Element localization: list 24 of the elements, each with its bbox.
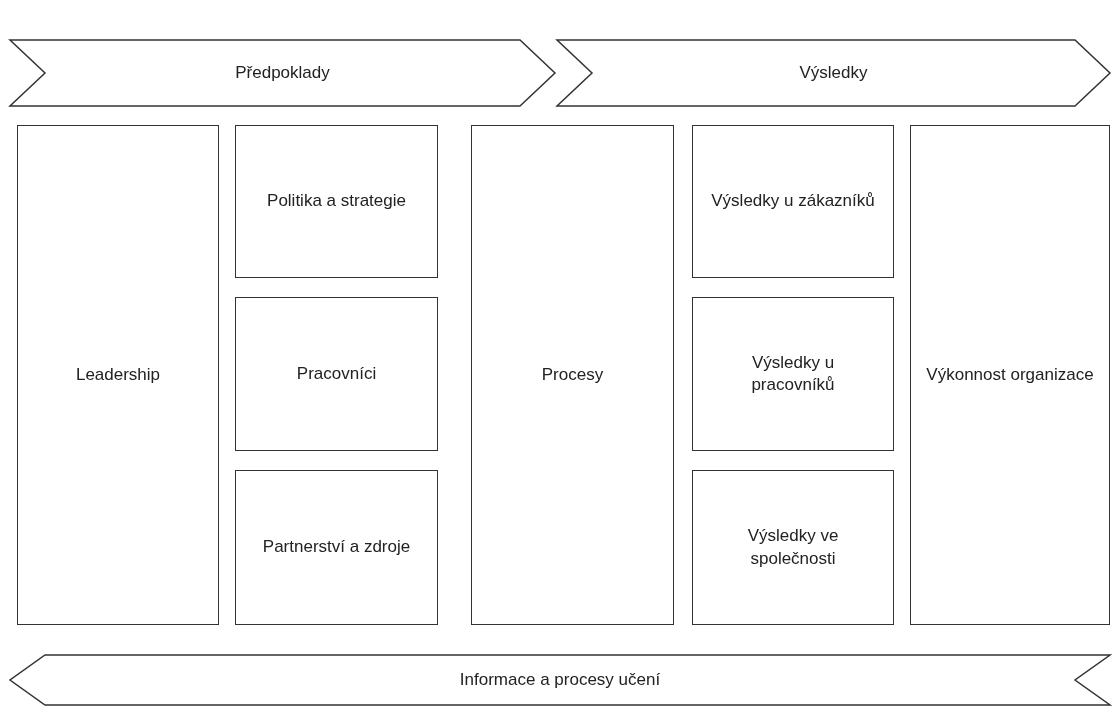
box-label: Výsledky	[799, 61, 868, 84]
process-box	[692, 297, 894, 451]
process-box	[17, 125, 219, 625]
box-label: Předpoklady	[235, 61, 330, 84]
box-label: Politika a strategie	[267, 190, 406, 213]
box-label: Výkonnost organizace	[926, 363, 1094, 386]
chevron-band	[10, 655, 1110, 705]
box-label: Pracovníci	[296, 362, 377, 385]
process-box	[692, 125, 894, 278]
box-label: Výsledky u pracovníků	[750, 351, 836, 396]
process-box	[235, 125, 438, 278]
process-box	[235, 470, 438, 625]
box-label: Leadership	[75, 363, 161, 386]
process-box	[471, 125, 674, 625]
box-label: Partnerství a zdroje	[262, 536, 411, 559]
chevron-band	[557, 40, 1110, 106]
box-label: Výsledky u zákazníků	[711, 190, 875, 213]
process-box	[235, 297, 438, 451]
box-label: Informace a procesy učení	[459, 668, 661, 691]
box-label: Výsledky ve společnosti	[746, 525, 840, 570]
box-label: Procesy	[541, 363, 604, 386]
process-box	[692, 470, 894, 625]
process-box	[910, 125, 1110, 625]
chevron-band	[10, 40, 555, 106]
